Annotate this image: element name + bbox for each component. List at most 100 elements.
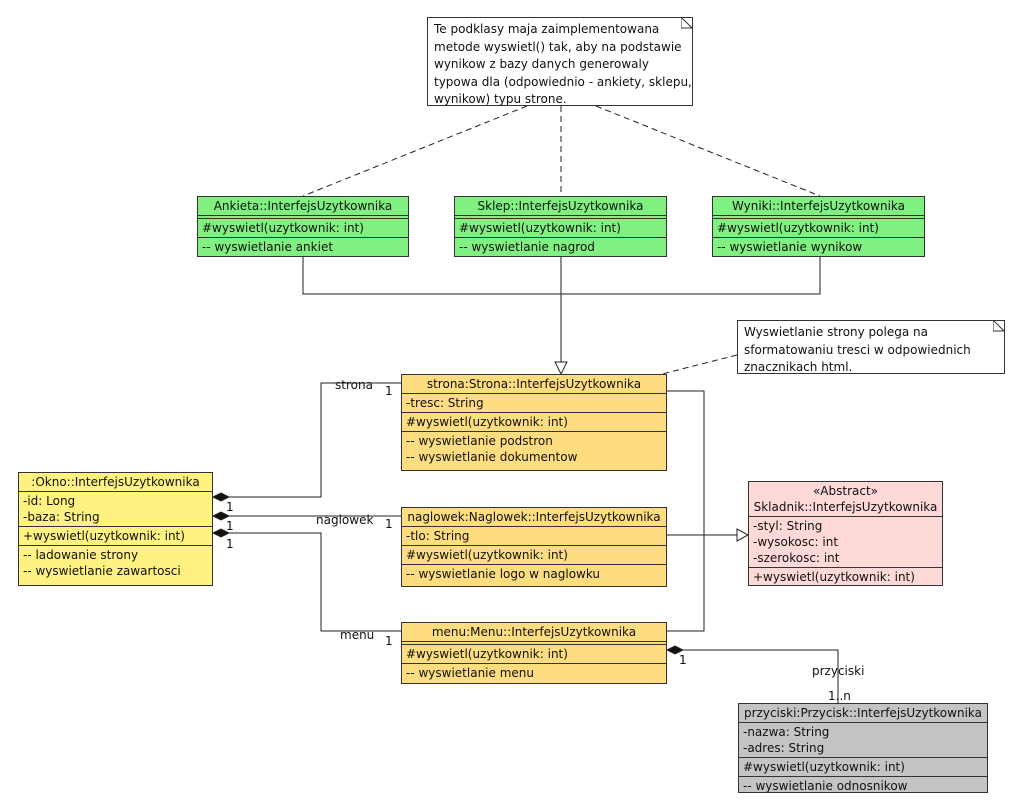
class-skladnik[interactable]: «Abstract»Skladnik::InterfejsUzytkownika… <box>748 481 943 586</box>
class-sklep[interactable]: Sklep::InterfejsUzytkownika#wyswietl(uzy… <box>454 196 667 257</box>
class-attributes <box>402 641 666 644</box>
class-header: «Abstract»Skladnik::InterfejsUzytkownika <box>749 482 942 516</box>
class-comment: -- wyswietlanie podstron <box>406 434 553 448</box>
class-header: Ankieta::InterfejsUzytkownika <box>198 197 408 215</box>
multiplicity-naglowek: 1 <box>385 517 393 531</box>
note-line: sformatowaniu tresci w odpowiednich <box>744 342 971 357</box>
class-attributes <box>713 215 924 218</box>
composition-diamond-icon <box>211 492 231 502</box>
class-attribute: -id: Long <box>23 494 76 508</box>
class-comment: -- wyswietlanie zawartosci <box>23 564 181 578</box>
class-comment: -- wyswietlanie dokumentow <box>406 450 578 464</box>
class-operations: #wyswietl(uzytkownik: int) <box>455 218 666 237</box>
class-comments: -- wyswietlanie ankiet <box>198 237 408 256</box>
class-comment: -- wyswietlanie wynikow <box>717 240 863 254</box>
class-attributes: -styl: String -wysokosc: int -szerokosc: i… <box>749 516 942 567</box>
note-line: Wyswietlanie strony polega na <box>744 325 928 339</box>
note-fold-icon <box>992 321 1004 332</box>
class-operations: #wyswietl(uzytkownik: int) <box>198 218 408 237</box>
class-name: strona:Strona::InterfejsUzytkownika <box>426 377 642 391</box>
class-attributes: -nazwa: String -adres: String <box>739 722 987 757</box>
class-przycisk[interactable]: przyciski:Przycisk::InterfejsUzytkownika… <box>738 703 988 793</box>
note-anchor-wyniki <box>595 105 821 197</box>
note-line: wynikow z bazy danych generowaly <box>434 57 649 71</box>
class-operations: +wyswietl(uzytkownik: int) <box>749 567 942 585</box>
class-menu[interactable]: menu:Menu::InterfejsUzytkownika#wyswietl… <box>401 622 667 684</box>
note-strona: Wyswietlanie strony polega na sformatowan… <box>737 320 1005 374</box>
composition-diamond-icon <box>211 528 231 538</box>
class-name: menu:Menu::InterfejsUzytkownika <box>431 625 637 639</box>
class-attributes <box>455 215 666 218</box>
class-operation: #wyswietl(uzytkownik: int) <box>202 221 364 235</box>
class-header: strona:Strona::InterfejsUzytkownika <box>402 375 666 393</box>
class-attribute: -tlo: String <box>406 529 470 543</box>
generalization-strona-line <box>667 390 705 632</box>
class-name: Wyniki::InterfejsUzytkownika <box>731 199 906 213</box>
class-operations: #wyswietl(uzytkownik: int) <box>402 412 666 431</box>
class-comments: -- ladowanie strony -- wyswietlanie zawar… <box>19 545 212 585</box>
class-operations: +wyswietl(uzytkownik: int) <box>19 526 212 545</box>
generalization-arrowhead-icon <box>554 361 568 376</box>
class-okno[interactable]: :Okno::InterfejsUzytkownika-id: Long-baz… <box>18 472 213 586</box>
class-attribute: -nazwa: String <box>743 725 830 739</box>
class-comment: -- wyswietlanie ankiet <box>202 240 334 254</box>
class-comment: -- ladowanie strony <box>23 548 139 562</box>
class-comments: -- wyswietlanie nagrod <box>455 237 666 256</box>
note-line: metode wyswietl() tak, aby na podstawie <box>434 39 682 54</box>
note-anchor-ankieta <box>302 105 528 197</box>
class-header: naglowek:Naglowek::InterfejsUzytkownika <box>402 508 666 526</box>
class-operation: #wyswietl(uzytkownik: int) <box>406 647 568 661</box>
class-name: naglowek:Naglowek::InterfejsUzytkownika <box>407 510 661 524</box>
class-operation: +wyswietl(uzytkownik: int) <box>753 570 915 584</box>
composition-diamond-icon <box>665 645 685 655</box>
class-operation: +wyswietl(uzytkownik: int) <box>23 529 185 543</box>
class-attribute: -szerokosc: int <box>753 551 840 565</box>
role-label-przyciski: przyciski <box>812 664 865 678</box>
class-operations: #wyswietl(uzytkownik: int) <box>713 218 924 237</box>
multiplicity-okno-strona: 1 <box>226 500 234 514</box>
class-name: przyciski:Przycisk::InterfejsUzytkownika <box>744 706 982 720</box>
role-label-strona: strona <box>335 378 373 392</box>
class-header: :Okno::InterfejsUzytkownika <box>19 473 212 491</box>
class-attribute: -wysokosc: int <box>753 535 839 549</box>
composition-diamond-icon <box>211 511 231 521</box>
class-comment: -- wyswietlanie logo w naglowku <box>406 567 601 581</box>
class-comments: -- wyswietlanie logo w naglowku <box>402 564 666 586</box>
note-anchor-strona <box>657 354 738 376</box>
class-name: :Okno::InterfejsUzytkownika <box>31 475 200 489</box>
class-wyniki[interactable]: Wyniki::InterfejsUzytkownika#wyswietl(uz… <box>712 196 925 257</box>
class-operation: #wyswietl(uzytkownik: int) <box>406 415 568 429</box>
class-attribute: -tresc: String <box>406 396 484 410</box>
multiplicity-strona: 1 <box>385 384 393 398</box>
composition-menu-przycisk-line <box>683 649 839 703</box>
composition-okno-strona-line <box>229 382 401 498</box>
class-attributes: -id: Long-baza: String <box>19 491 212 526</box>
class-operations: #wyswietl(uzytkownik: int) <box>402 545 666 564</box>
class-attribute: -adres: String <box>743 741 825 755</box>
note-line: wynikow) typu strone. <box>434 92 567 106</box>
class-header: menu:Menu::InterfejsUzytkownika <box>402 623 666 641</box>
class-attributes: -tlo: String <box>402 526 666 545</box>
class-naglowek[interactable]: naglowek:Naglowek::InterfejsUzytkownika-… <box>401 507 667 587</box>
class-comments: -- wyswietlanie menu <box>402 663 666 683</box>
role-label-naglowek: naglowek <box>316 513 374 527</box>
class-name: Ankieta::InterfejsUzytkownika <box>213 199 393 213</box>
class-strona[interactable]: strona:Strona::InterfejsUzytkownika-tres… <box>401 374 667 471</box>
class-comment: -- wyswietlanie menu <box>406 666 534 680</box>
class-header: Wyniki::InterfejsUzytkownika <box>713 197 924 215</box>
class-operations: #wyswietl(uzytkownik: int) <box>402 644 666 663</box>
class-operations: #wyswietl(uzytkownik: int) <box>739 757 987 776</box>
class-operation: #wyswietl(uzytkownik: int) <box>406 548 568 562</box>
class-attribute: -styl: String <box>753 519 823 533</box>
class-name: Sklep::InterfejsUzytkownika <box>477 199 644 213</box>
class-comment: -- wyswietlanie nagrod <box>459 240 595 254</box>
multiplicity-menu-przycisk: 1 <box>679 653 687 667</box>
multiplicity-menu: 1 <box>385 634 393 648</box>
note-fold-icon <box>680 18 692 29</box>
class-header: przyciski:Przycisk::InterfejsUzytkownika <box>739 704 987 722</box>
note-subclasses: Te podklasy maja zaimplementowana metode … <box>427 17 693 106</box>
note-line: Te podklasy maja zaimplementowana <box>434 22 660 36</box>
class-ankieta[interactable]: Ankieta::InterfejsUzytkownika#wyswietl(u… <box>197 196 409 257</box>
